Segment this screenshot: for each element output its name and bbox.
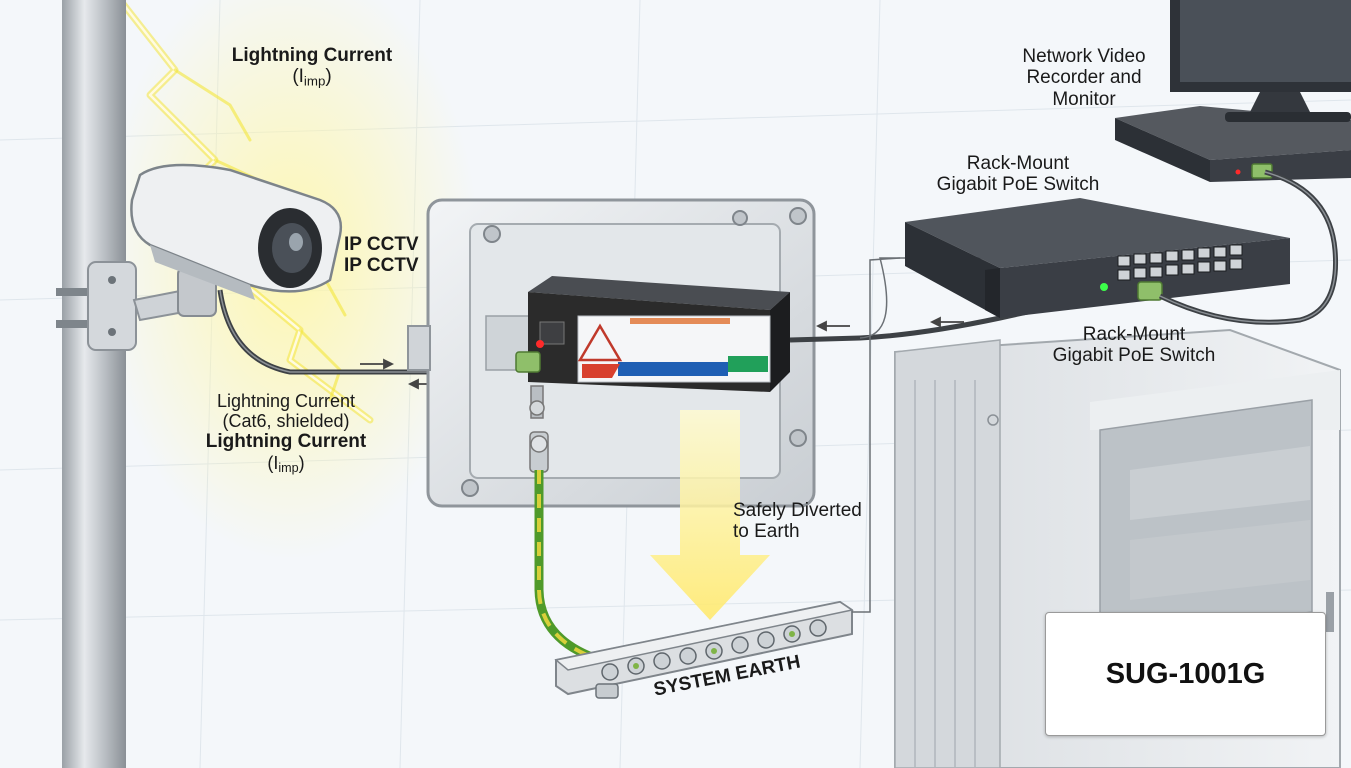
unit-main: (I — [292, 66, 304, 88]
lightning-current-label: Lightning Current (Iimp) — [222, 45, 402, 89]
camera-mount — [56, 261, 217, 351]
nvr-line1: Network Video — [1022, 46, 1146, 67]
earth-bar-icon — [554, 600, 854, 699]
cable-line3: Lightning Current — [205, 431, 367, 453]
cable-line2: (Cat6, shielded) — [222, 411, 350, 432]
ip-camera-icon — [130, 163, 343, 300]
cable-unit-end: ) — [298, 452, 305, 473]
poe-switch-icon — [905, 198, 1290, 318]
diverted-label: Safely Diverted to Earth — [733, 500, 862, 543]
led-red — [536, 340, 544, 348]
switch-mid-line1: Rack-Mount — [1082, 324, 1186, 345]
down-arrow-icon — [650, 410, 770, 620]
ip-cctv-label: IP CCTV IP CCTV — [344, 234, 419, 277]
monitor-icon — [1170, 0, 1351, 122]
switch-top-line1: Rack-Mount — [966, 153, 1070, 174]
nvr-label: Network Video Recorder and Monitor — [1004, 46, 1164, 110]
surge-protector-icon — [515, 276, 790, 392]
unit-sub: imp — [303, 73, 326, 89]
lightning-current-unit: (Iimp) — [222, 66, 402, 89]
switch-top-line2: Gigabit PoE Switch — [936, 174, 1100, 196]
cable-unit-main: (I — [267, 452, 279, 473]
camera-cable-highlight — [219, 289, 520, 373]
cable-line1: Lightning Current — [216, 391, 356, 411]
diverted-line1: Safely Diverted — [733, 500, 862, 521]
nvr-line2: Recorder and — [1026, 67, 1142, 89]
unit-end: ) — [325, 66, 332, 88]
cable-unit-sub: imp — [278, 460, 299, 475]
earth-lug — [529, 385, 549, 473]
switch-mid-line2: Gigabit PoE Switch — [1052, 345, 1216, 367]
model-label: SUG-1001G — [1105, 657, 1266, 690]
lightning-current-title: Lightning Current — [231, 45, 393, 66]
cable-line4: (Iimp) — [196, 453, 376, 475]
switch-label-mid: Rack-Mount Gigabit PoE Switch — [1036, 324, 1232, 367]
diverted-line2: to Earth — [733, 521, 800, 543]
switch-label-top: Rack-Mount Gigabit PoE Switch — [920, 153, 1116, 196]
earth-ref-line — [852, 257, 901, 613]
ip-cctv-2: IP CCTV — [344, 255, 419, 277]
pole-icon — [62, 0, 126, 768]
model-box: SUG-1001G — [1045, 612, 1326, 736]
ip-cctv-1: IP CCTV — [344, 234, 419, 255]
cable-label: Lightning Current (Cat6, shielded) Light… — [196, 391, 376, 475]
nvr-line3: Monitor — [1052, 88, 1116, 110]
